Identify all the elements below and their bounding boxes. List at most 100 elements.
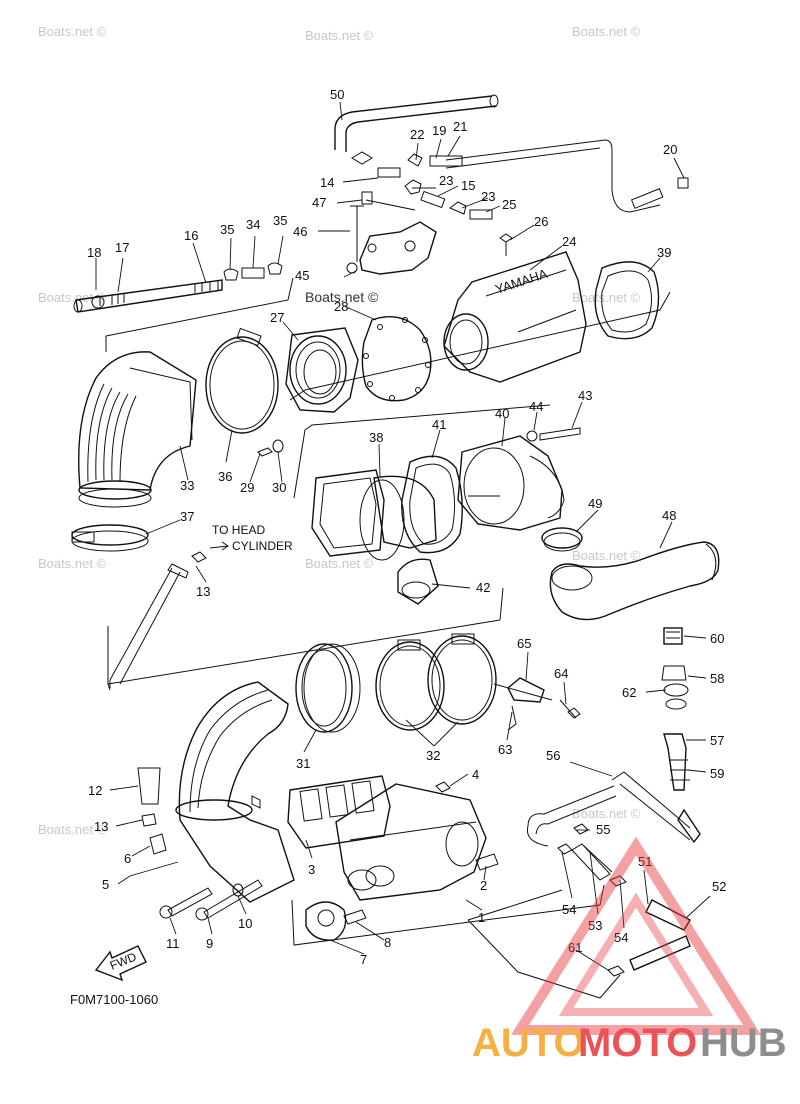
callout-4: 4 xyxy=(472,767,479,782)
callout-45: 45 xyxy=(295,268,309,283)
callout-12: 12 xyxy=(88,783,102,798)
callout-23: 23 xyxy=(481,189,495,204)
callout-53: 53 xyxy=(588,918,602,933)
callout-47: 47 xyxy=(312,195,326,210)
callout-10: 10 xyxy=(238,916,252,931)
leader-lines xyxy=(109,101,711,971)
callout-65: 65 xyxy=(517,636,531,651)
callout-59: 59 xyxy=(710,766,724,781)
callout-34: 34 xyxy=(246,217,260,232)
callout-2: 2 xyxy=(480,878,487,893)
callout-9: 9 xyxy=(206,936,213,951)
callout-56: 56 xyxy=(546,748,560,763)
site-watermark: Boats.net © xyxy=(305,289,379,305)
site-watermark: Boats.net © xyxy=(572,806,641,821)
callout-3: 3 xyxy=(308,862,315,877)
fwd-label: FWD xyxy=(108,949,139,972)
note-arrow-icon xyxy=(209,541,229,551)
site-watermark: Boats.net © xyxy=(572,548,641,563)
group-frames xyxy=(105,277,671,946)
callout-50: 50 xyxy=(330,87,344,102)
hose-48 xyxy=(549,541,720,621)
callout-6: 6 xyxy=(124,851,131,866)
forward-arrow-icon: FWD xyxy=(94,945,147,982)
callout-13: 13 xyxy=(94,819,108,834)
callout-35: 35 xyxy=(220,222,234,237)
brand-hub: HUB xyxy=(700,1021,787,1065)
callout-1: 1 xyxy=(478,910,485,925)
callout-41: 41 xyxy=(432,417,446,432)
callout-31: 31 xyxy=(296,756,310,771)
callout-23: 23 xyxy=(439,173,453,188)
site-watermark: Boats.net © xyxy=(305,556,374,571)
site-watermarks: Boats.net © Boats.net © Boats.net © Boat… xyxy=(38,24,641,837)
callout-28: 28 xyxy=(334,299,348,314)
callout-35: 35 xyxy=(273,213,287,228)
callout-8: 8 xyxy=(384,935,391,950)
note-to-head: TO HEAD xyxy=(212,523,265,537)
callout-38: 38 xyxy=(369,430,383,445)
callout-7: 7 xyxy=(360,952,367,967)
water-hoses xyxy=(467,785,691,999)
exhaust-chamber-parts xyxy=(311,427,583,605)
site-watermark: Boats.net © xyxy=(38,290,107,305)
callout-21: 21 xyxy=(453,119,467,134)
site-watermark: Boats.net © xyxy=(38,822,107,837)
callout-60: 60 xyxy=(710,631,724,646)
brand-auto: AUTO xyxy=(472,1021,585,1065)
callout-63: 63 xyxy=(498,742,512,757)
callout-36: 36 xyxy=(218,469,232,484)
callout-5: 5 xyxy=(102,877,109,892)
diagram-code: F0M7100-1060 xyxy=(70,992,158,1007)
callout-19: 19 xyxy=(432,123,446,138)
exhaust-manifold xyxy=(287,775,499,941)
callout-17: 17 xyxy=(115,240,129,255)
brand-moto: MOTO xyxy=(578,1021,697,1065)
callout-32: 32 xyxy=(426,748,440,763)
callout-27: 27 xyxy=(270,310,284,325)
callout-42: 42 xyxy=(476,580,490,595)
callout-15: 15 xyxy=(461,178,475,193)
callout-40: 40 xyxy=(495,406,509,421)
callout-43: 43 xyxy=(578,388,592,403)
head-cylinder-hose xyxy=(109,551,207,688)
site-watermark: Boats.net © xyxy=(38,24,107,39)
callout-16: 16 xyxy=(184,228,198,243)
callout-30: 30 xyxy=(272,480,286,495)
callout-58: 58 xyxy=(710,671,724,686)
coupling-parts xyxy=(205,316,432,457)
site-watermark: Boats.net © xyxy=(572,290,641,305)
callout-11: 11 xyxy=(166,936,180,951)
callout-61: 61 xyxy=(568,940,582,955)
note-cylinder: CYLINDER xyxy=(232,539,293,553)
elbow-duct-33 xyxy=(71,351,197,552)
site-watermark: Boats.net © xyxy=(572,24,641,39)
callout-57: 57 xyxy=(710,733,724,748)
site-watermark: Boats.net © xyxy=(305,28,374,43)
right-side-fittings xyxy=(493,627,701,844)
bolts xyxy=(159,879,263,921)
callout-39: 39 xyxy=(657,245,671,260)
callout-25: 25 xyxy=(502,197,516,212)
callout-13: 13 xyxy=(196,584,210,599)
callout-49: 49 xyxy=(588,496,602,511)
callout-54: 54 xyxy=(614,930,628,945)
callout-numbers: 50 22 19 21 20 1 4 23 15 47 23 25 2 6 46 1… xyxy=(87,87,726,967)
callout-33: 33 xyxy=(180,478,194,493)
callout-54: 54 xyxy=(562,902,576,917)
muffler-24: YAMAHA xyxy=(443,251,660,383)
site-watermark: Boats.net © xyxy=(38,556,107,571)
yamaha-logo-text: YAMAHA xyxy=(493,266,549,297)
callout-55: 55 xyxy=(596,822,610,837)
callout-46: 46 xyxy=(293,224,307,239)
callout-20: 20 xyxy=(663,142,677,157)
vent-hose-assembly xyxy=(334,94,689,278)
lower-exhaust xyxy=(137,633,497,903)
callout-48: 48 xyxy=(662,508,676,523)
callout-18: 18 xyxy=(87,245,101,260)
rod-assembly xyxy=(73,235,284,313)
callout-22: 22 xyxy=(410,127,424,142)
callout-24: 24 xyxy=(562,234,576,249)
